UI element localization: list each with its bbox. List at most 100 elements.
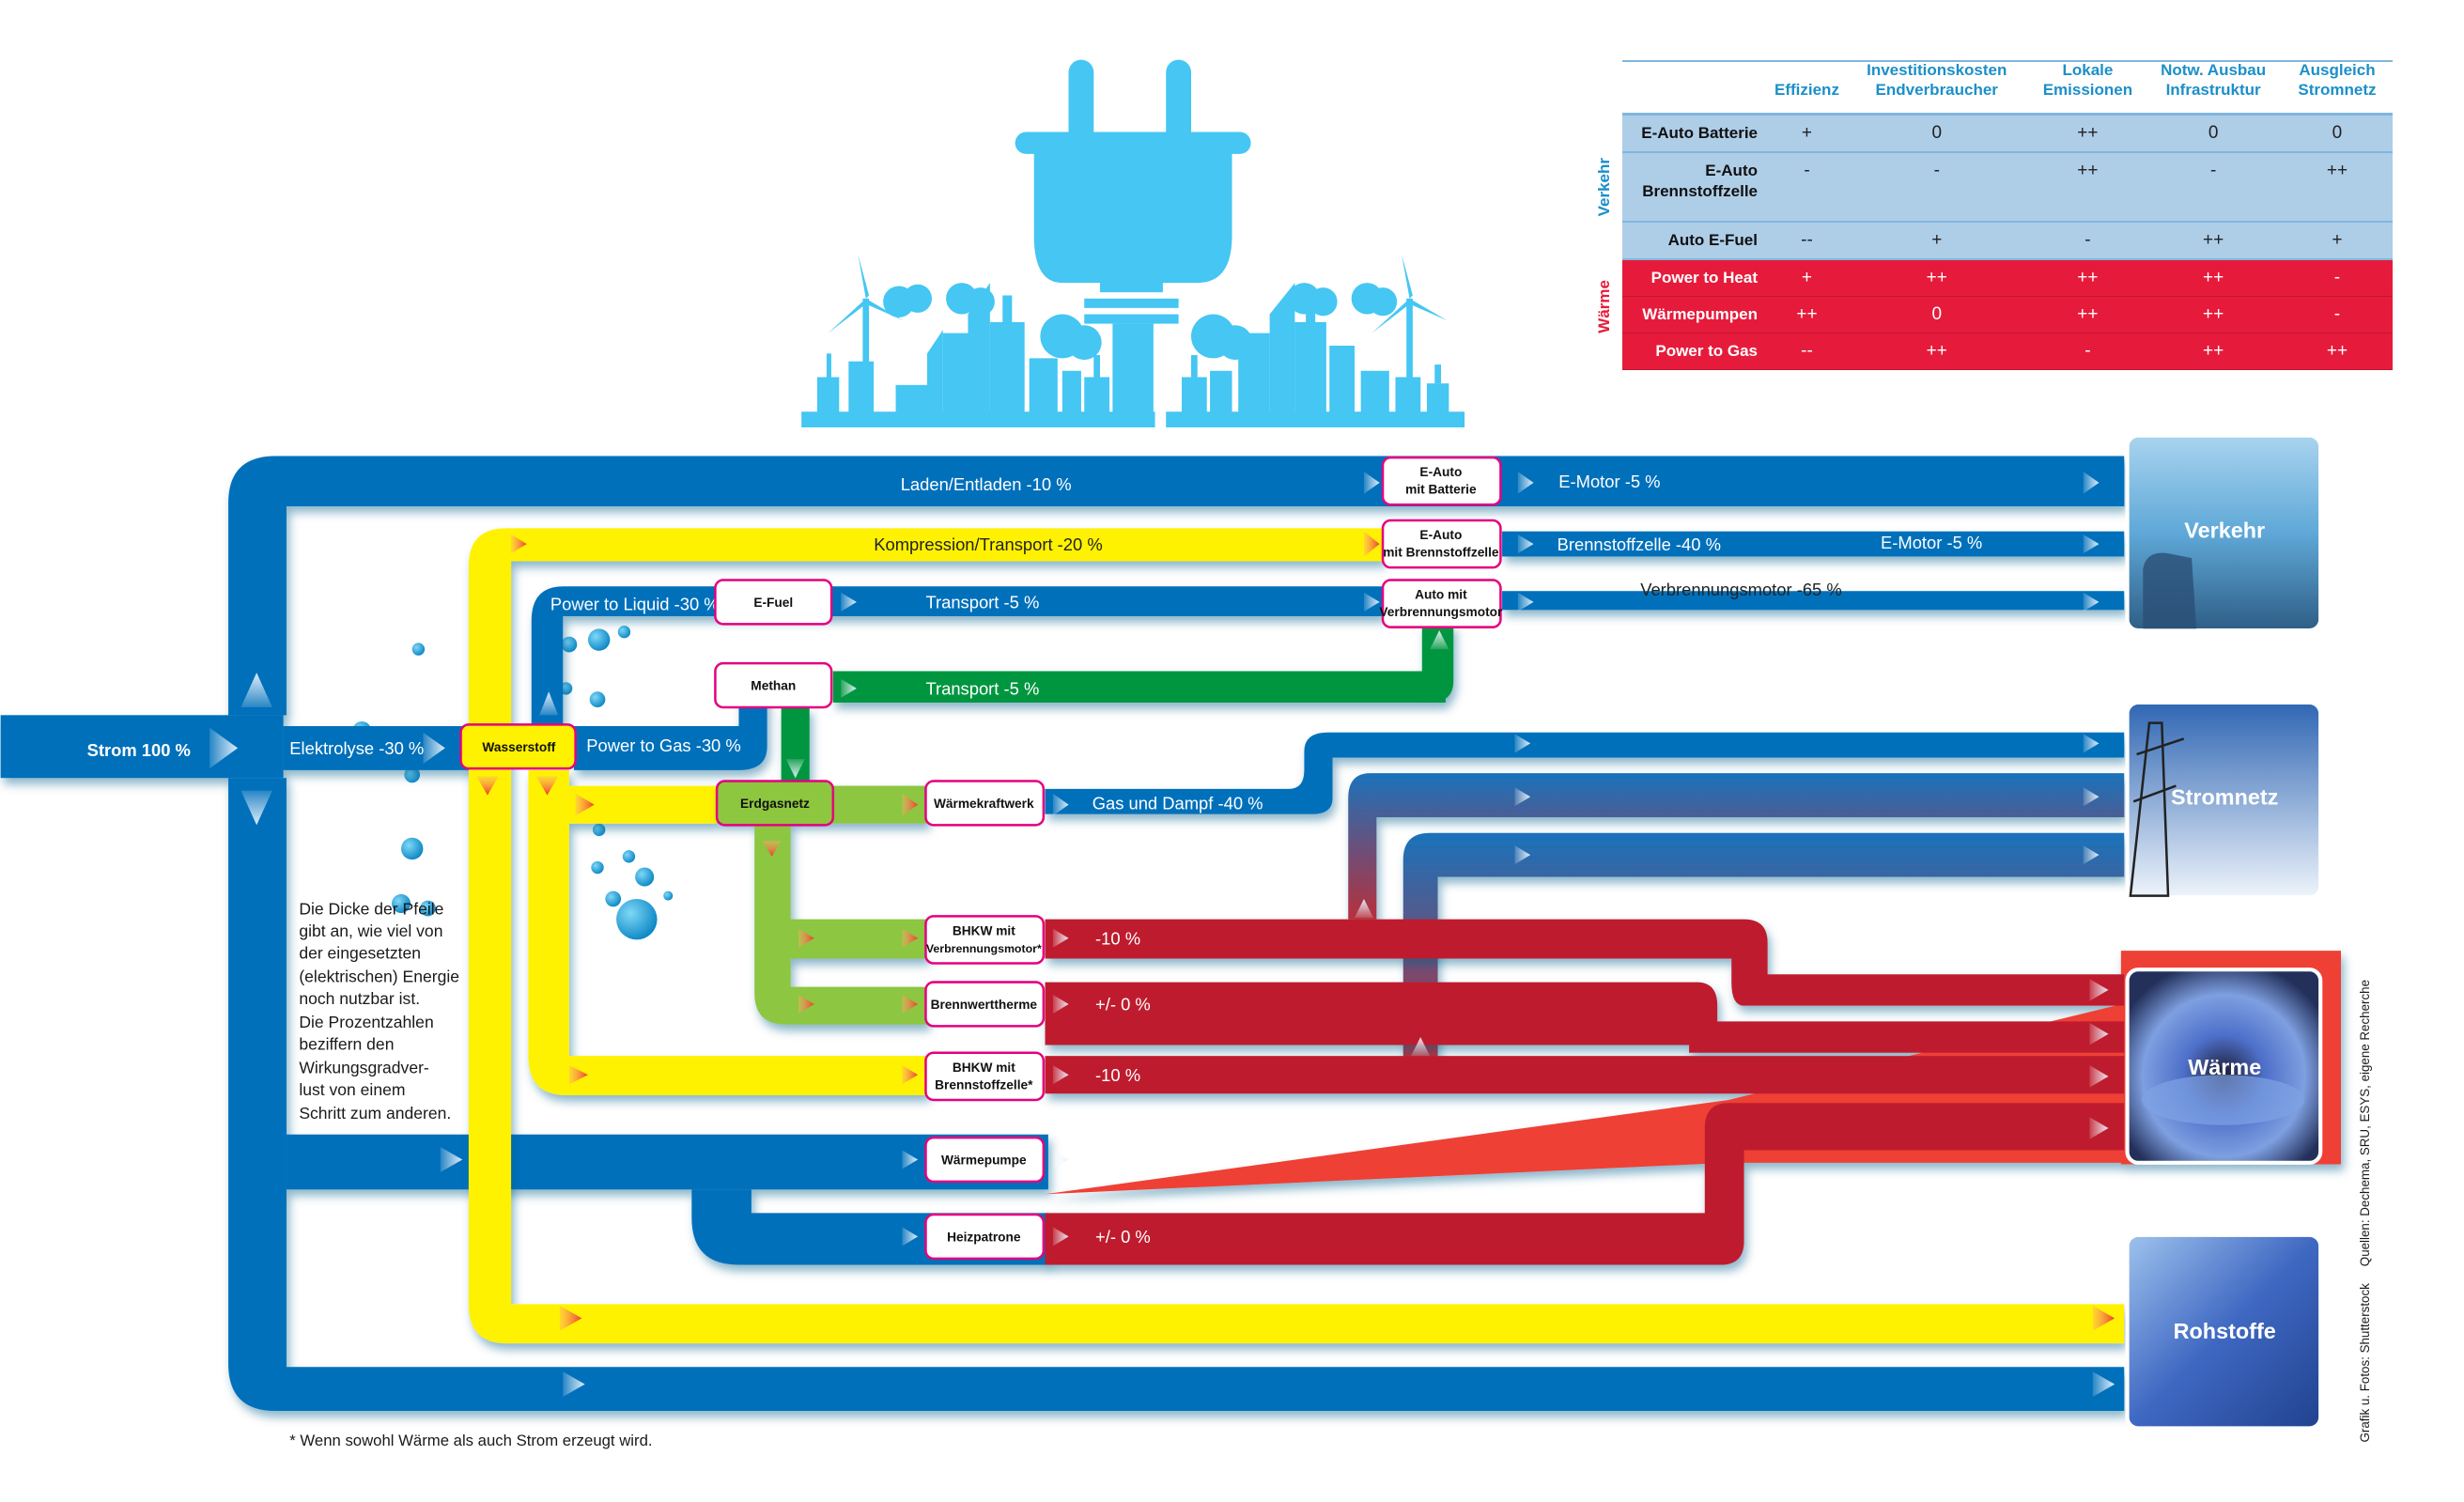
table-cell: 0 bbox=[1842, 296, 2031, 333]
arrow-right-icon bbox=[2089, 1065, 2109, 1088]
legend-line: der eingesetzten bbox=[299, 943, 421, 962]
flow-label-transport-efuel: Transport -5 % bbox=[925, 593, 1039, 612]
arrow-down-icon bbox=[762, 841, 782, 857]
table-cell: ++ bbox=[2030, 114, 2146, 153]
arrow-right-icon bbox=[1517, 472, 1534, 494]
node-bhkw-brennstoffzelle[interactable] bbox=[924, 1051, 1046, 1102]
sector-stromnetz[interactable] bbox=[2125, 700, 2323, 900]
gas-pipes bbox=[717, 624, 1454, 1025]
table-cell: ++ bbox=[2281, 333, 2393, 370]
row-label: Auto E-Fuel bbox=[1622, 222, 1771, 260]
energy-flow-diagram: Strom 100 % Elektrolyse -30 % Laden/Entl… bbox=[0, 433, 2372, 1449]
flow-label-bhkw-vm: -10 % bbox=[1095, 928, 1140, 948]
group-label-verkehr: Verkehr bbox=[1595, 158, 1613, 217]
node-brennwerttherme[interactable] bbox=[924, 981, 1046, 1028]
erdgas-distribution-pipe bbox=[754, 823, 928, 1025]
table-cell: 0 bbox=[1842, 114, 2031, 153]
flow-label-bhkw-bz: -10 % bbox=[1095, 1065, 1140, 1085]
flow-label-power-to-gas: Power to Gas -30 % bbox=[586, 736, 740, 755]
arrow-right-icon bbox=[209, 727, 239, 769]
node-label: Heizpatrone bbox=[947, 1230, 1021, 1244]
arrow-right-icon bbox=[1052, 1150, 1069, 1169]
node-eauto-brennstoffzelle[interactable] bbox=[1381, 519, 1502, 569]
sector-label: Wärme bbox=[2188, 1055, 2261, 1079]
arrow-right-icon bbox=[902, 1065, 919, 1085]
heizpatrone-heat-pipe bbox=[1045, 1103, 2125, 1265]
header-blank bbox=[1622, 60, 1771, 116]
arrow-right-icon bbox=[841, 678, 857, 698]
flow-label-laden: Laden/Entladen -10 % bbox=[901, 474, 1072, 494]
column-header: Lokale Emissionen bbox=[2030, 60, 2146, 116]
car-icon bbox=[2143, 552, 2197, 629]
verbrennungsmotor-pipe bbox=[1502, 591, 2125, 611]
process-nodes bbox=[459, 456, 1502, 1261]
arrow-right-icon bbox=[1517, 592, 1534, 612]
brennwert-heat-pipe bbox=[1045, 982, 2125, 1053]
table-cell: ++ bbox=[1842, 333, 2031, 370]
flow-label-gas-und-dampf: Gas und Dampf -40 % bbox=[1093, 794, 1263, 813]
legend-line: Die Prozentzahlen bbox=[299, 1013, 433, 1031]
power-to-gas-pipe bbox=[573, 669, 767, 770]
node-waermekraftwerk[interactable] bbox=[924, 780, 1046, 827]
table-cell: 0 bbox=[2145, 114, 2282, 153]
node-label: Brennstoffzelle* bbox=[935, 1077, 1033, 1092]
node-waermepumpe[interactable] bbox=[924, 1136, 1046, 1184]
hydrogen-pipes bbox=[468, 528, 2125, 1344]
flow-label-emotor-bz: E-Motor -5 % bbox=[1881, 533, 1982, 552]
arrow-right-icon bbox=[2083, 534, 2100, 554]
emotor-battery-pipe bbox=[1502, 458, 2125, 506]
node-erdgasnetz[interactable] bbox=[715, 780, 835, 827]
table-cell: - bbox=[1842, 152, 2031, 223]
node-label: E-Fuel bbox=[753, 596, 793, 610]
arrow-down-icon bbox=[476, 776, 499, 796]
arrow-right-icon bbox=[423, 732, 445, 765]
arrow-down-icon bbox=[785, 759, 805, 779]
arrow-up-icon bbox=[1411, 1037, 1431, 1057]
group-label-waerme: Wärme bbox=[1595, 280, 1613, 333]
sector-label: Rohstoffe bbox=[2174, 1319, 2276, 1343]
row-label: Wärmepumpen bbox=[1622, 296, 1771, 333]
node-heizpatrone[interactable] bbox=[924, 1213, 1046, 1261]
arrow-right-icon bbox=[1052, 793, 1069, 816]
table-cell: - bbox=[2281, 259, 2393, 297]
arrow-right-icon bbox=[2089, 979, 2109, 1001]
arrow-right-icon bbox=[798, 928, 814, 948]
node-auto-verbrennungsmotor[interactable] bbox=[1381, 579, 1502, 628]
arrow-right-icon bbox=[1052, 1227, 1069, 1247]
arrow-right-icon bbox=[798, 994, 814, 1014]
arrow-right-icon bbox=[902, 1227, 919, 1247]
arrow-right-icon bbox=[902, 793, 919, 816]
node-label: Wasserstoff bbox=[482, 740, 555, 754]
node-eauto-batterie[interactable] bbox=[1381, 456, 1502, 506]
bhkw-strom-pipe bbox=[1348, 773, 2125, 920]
power-pylon-icon bbox=[2129, 721, 2185, 897]
city-skyline-left bbox=[801, 254, 1155, 427]
sector-label: Verkehr bbox=[2184, 518, 2265, 542]
legend-line: noch nutzbar ist. bbox=[299, 989, 420, 1008]
strom-pipes bbox=[0, 456, 2125, 1412]
table-row: Wärmepumpen ++ 0 ++ ++ - bbox=[1622, 296, 2393, 333]
table-cell: ++ bbox=[2145, 259, 2282, 297]
flow-label-heizpatrone: +/- 0 % bbox=[1095, 1227, 1151, 1247]
arrow-up-icon bbox=[1354, 898, 1373, 919]
table-cell: ++ bbox=[1771, 296, 1843, 333]
table-cell: - bbox=[2030, 333, 2146, 370]
arrow-right-icon bbox=[902, 994, 919, 1014]
row-label: Power to Heat bbox=[1622, 259, 1771, 297]
node-bhkw-verbrennungsmotor[interactable] bbox=[924, 915, 1046, 965]
flow-label-kompression: Kompression/Transport -20 % bbox=[874, 534, 1102, 554]
arrow-right-icon bbox=[511, 534, 527, 554]
graphics-credit: Grafik u. Fotos: Shutterstock bbox=[2358, 1283, 2372, 1443]
arrow-right-icon bbox=[841, 592, 857, 612]
power-to-liquid-pipe bbox=[531, 586, 1384, 727]
table-cell: ++ bbox=[2145, 296, 2282, 333]
legend-line: Schritt zum anderen. bbox=[299, 1104, 451, 1123]
node-efuel[interactable] bbox=[714, 579, 833, 626]
sector-rohstoffe[interactable] bbox=[2125, 1232, 2323, 1431]
node-label: mit Brennstoffzelle bbox=[1383, 545, 1499, 559]
arrow-up-icon bbox=[1430, 630, 1449, 650]
table-cell: ++ bbox=[2281, 152, 2393, 223]
node-wasserstoff[interactable] bbox=[459, 723, 577, 770]
arrow-right-icon bbox=[902, 928, 919, 948]
node-methan[interactable] bbox=[714, 661, 833, 709]
